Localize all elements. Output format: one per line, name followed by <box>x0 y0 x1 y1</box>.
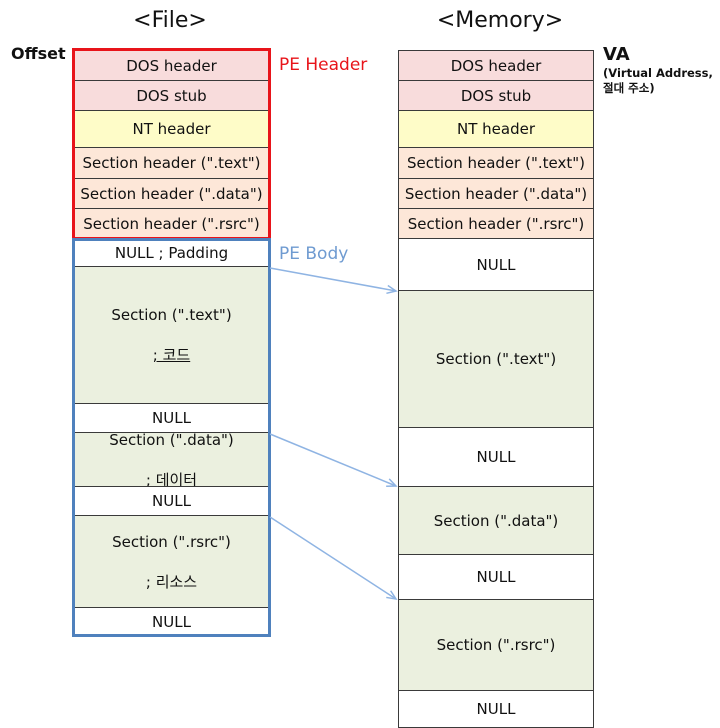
mem-section-rsrc-label: Section (".rsrc") <box>436 636 556 654</box>
mem-null-1-text: NULL <box>476 448 516 466</box>
va-sub-line2: 절대 주소) <box>603 81 655 95</box>
mem-null-0-text: NULL <box>476 255 516 274</box>
va-label: VA <box>603 44 630 65</box>
file-dos-header: DOS header <box>73 50 270 81</box>
file-null-padding-text: NULL ; Padding <box>114 243 229 262</box>
arrow-rsrc-section <box>269 516 398 601</box>
mem-section-header-rsrc: Section header (".rsrc") <box>398 208 594 239</box>
file-null-1-text: NULL <box>152 409 191 427</box>
file-nt-header-text: NT header <box>132 120 211 138</box>
mem-nt-header: NT header <box>398 110 594 148</box>
mem-null-3-text: NULL <box>476 700 516 718</box>
file-section-header-data-label: Section header (".data") <box>80 184 263 203</box>
pe-header-label: PE Header <box>279 55 368 75</box>
mem-section-header-text-label: Section header (".text") <box>407 154 585 172</box>
mem-null-0: NULL <box>398 238 594 291</box>
file-section-header-text-label: Section header (".text") <box>82 154 261 172</box>
file-section-header-rsrc-label: Section header (".rsrc") <box>83 214 260 233</box>
arrow-text-section <box>269 267 398 295</box>
mem-section-text-label: Section (".text") <box>435 350 557 368</box>
mem-section-header-data-label: Section header (".data") <box>404 184 588 203</box>
pe-body-outline <box>72 238 271 637</box>
file-null-1: NULL <box>73 403 270 433</box>
file-section-rsrc: Section (".rsrc") ; 리소스 <box>73 515 270 608</box>
mem-section-rsrc: Section (".rsrc") <box>398 599 594 691</box>
memory-title: <Memory> <box>436 8 564 33</box>
file-null-3-text: NULL <box>152 612 191 631</box>
mem-dos-header: DOS header <box>398 50 594 81</box>
mem-dos-stub: DOS stub <box>398 80 594 111</box>
file-section-header-rsrc: Section header (".rsrc") <box>73 208 270 239</box>
file-dos-header-text: DOS header <box>126 56 217 75</box>
file-nt-header: NT header <box>73 110 270 148</box>
mem-section-text: Section (".text") <box>398 290 594 428</box>
file-section-rsrc-line2: ; 리소스 <box>145 572 198 591</box>
mem-null-2: NULL <box>398 554 594 600</box>
mem-null-1: NULL <box>398 427 594 487</box>
file-section-text-line1: Section (".text") <box>111 306 232 324</box>
file-null-2-text: NULL <box>152 492 191 510</box>
file-dos-stub-text: DOS stub <box>136 86 207 105</box>
file-section-rsrc-line1: Section (".rsrc") <box>112 532 231 551</box>
file-section-text: Section (".text") ; 코드 <box>73 266 270 404</box>
file-dos-stub: DOS stub <box>73 80 270 111</box>
arrow-data-section <box>269 433 398 488</box>
file-title: <File> <box>133 8 207 33</box>
file-section-data-line1: Section (".data") <box>109 430 234 449</box>
va-sub-line1: (Virtual Address, <box>603 66 713 80</box>
mem-section-data: Section (".data") <box>398 486 594 555</box>
mem-dos-stub-text: DOS stub <box>460 86 532 105</box>
mem-null-2-text: NULL <box>476 568 516 586</box>
mem-dos-header-text: DOS header <box>450 56 542 75</box>
mem-section-header-rsrc-label: Section header (".rsrc") <box>407 214 585 233</box>
mem-nt-header-text: NT header <box>457 120 535 138</box>
pe-body-label: PE Body <box>279 244 349 264</box>
offset-label: Offset <box>11 44 66 63</box>
file-section-text-line2: ; 코드 <box>152 346 191 364</box>
va-sub-label: (Virtual Address, 절대 주소) <box>603 66 713 96</box>
file-section-data-line2: ; 데이터 <box>145 470 198 489</box>
mem-section-data-label: Section (".data") <box>433 511 559 530</box>
file-section-header-text: Section header (".text") <box>73 147 270 179</box>
